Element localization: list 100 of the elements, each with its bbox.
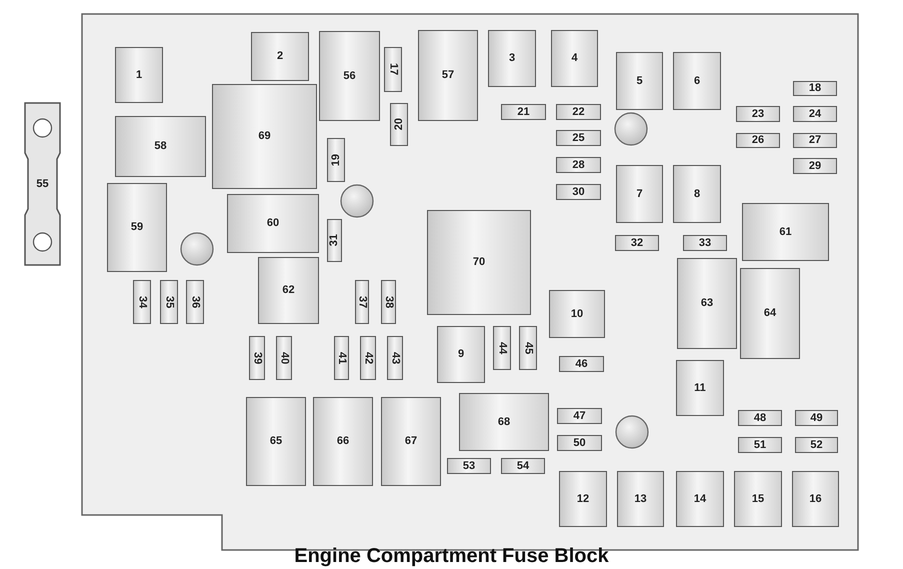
fuse-number: 67 — [404, 436, 418, 447]
fuse-slot — [276, 336, 292, 380]
fuse-number: 25 — [572, 132, 585, 144]
fuse-slot — [795, 437, 838, 453]
fuse-slot — [418, 30, 478, 121]
fuse-number: 58 — [154, 141, 167, 152]
fuse-slot — [736, 106, 780, 122]
fuse-slot — [795, 410, 838, 426]
fuse-number: 26 — [752, 135, 764, 146]
fuse-slot — [437, 326, 485, 383]
fuse-number: 11 — [694, 382, 706, 394]
fuse-slot — [549, 290, 605, 338]
fuse-number: 63 — [700, 298, 714, 309]
fuse-slot — [313, 397, 373, 486]
fuse-number: 50 — [573, 438, 586, 448]
fuse-slot — [246, 397, 306, 486]
fuse-number: 47 — [573, 410, 586, 422]
fuse-number: 18 — [808, 83, 822, 94]
fuse-number: 2 — [276, 51, 284, 62]
fuse-slot — [740, 268, 800, 359]
fuse-number: 31 — [329, 234, 340, 247]
fuse-number: 35 — [164, 296, 174, 308]
fuse-slot — [742, 203, 829, 261]
fuse-number: 20 — [394, 118, 404, 131]
fuse-slot — [557, 408, 602, 424]
fuse-slot — [227, 194, 319, 253]
fuse-number: 70 — [472, 257, 486, 268]
fuse-slot — [390, 103, 408, 146]
fuse-number: 51 — [754, 440, 766, 450]
fuse-slot — [677, 258, 737, 349]
fuse-slot — [793, 106, 837, 122]
fuse-number: 17 — [388, 63, 398, 76]
fuse-number: 4 — [571, 53, 578, 64]
fuse-number: 55 — [36, 178, 49, 190]
fuse-number: 8 — [694, 188, 700, 200]
fuse-number: 43 — [390, 352, 400, 364]
fuse-number: 24 — [808, 108, 822, 120]
fuse-slot — [387, 336, 403, 380]
fuse-slot — [334, 336, 349, 380]
fuse-number: 28 — [572, 160, 585, 170]
fuse-slot — [738, 437, 782, 453]
fuse-slot — [360, 336, 376, 380]
fuse-number: 52 — [810, 440, 823, 450]
fuse-slot — [327, 219, 342, 262]
fuse-number: 19 — [330, 154, 342, 166]
fuse-slot — [319, 31, 380, 121]
fuse-number: 45 — [522, 342, 534, 354]
fuse-number: 30 — [572, 186, 585, 198]
fuse-number: 68 — [498, 416, 510, 428]
fuse-number: 42 — [362, 352, 374, 364]
fuse-slot — [459, 393, 549, 451]
fuse-slot — [793, 81, 837, 96]
fuse-number: 40 — [278, 352, 290, 364]
fuse-slot — [381, 280, 396, 324]
fuse-slot — [212, 84, 317, 189]
fuse-number: 53 — [462, 460, 476, 472]
fuse-slot — [683, 235, 727, 251]
fuse-slot — [493, 326, 511, 370]
fuse-number: 37 — [356, 296, 368, 308]
fuse-number: 10 — [570, 308, 584, 320]
fuse-number: 49 — [810, 412, 823, 424]
fuse-slot — [556, 157, 601, 173]
fuse-slot — [793, 158, 837, 174]
fuse-slot — [519, 326, 537, 370]
fuse-slot — [355, 280, 369, 324]
fuse-number: 13 — [634, 494, 647, 504]
fuse-slot — [556, 130, 601, 146]
fuse-slot — [617, 471, 664, 527]
fuse-slot — [133, 280, 151, 324]
fuse-number: 56 — [343, 70, 356, 82]
fuse-number: 3 — [508, 53, 516, 64]
fuse-slot — [115, 116, 206, 177]
fuse-slot — [673, 165, 721, 223]
fuse-slot — [115, 47, 163, 103]
diagram-caption: Engine Compartment Fuse Block — [293, 545, 610, 568]
fuse-slot — [673, 52, 721, 110]
fuse-number: 44 — [496, 342, 508, 354]
fuse-number: 54 — [516, 460, 530, 472]
fuse-number: 46 — [575, 358, 588, 370]
fuse-number: 12 — [576, 494, 590, 504]
fuse-slot — [616, 165, 663, 223]
fuse-slot — [793, 133, 837, 148]
fuse-number: 66 — [336, 436, 350, 447]
fuse-number: 32 — [630, 238, 644, 248]
fuse-number: 62 — [282, 285, 295, 296]
fuse-slot — [186, 280, 204, 324]
fuse-slot — [551, 30, 598, 87]
fuse-slot — [676, 360, 724, 416]
fuse-slot — [557, 435, 602, 451]
fuse-slot — [615, 235, 659, 251]
fuse-number: 61 — [779, 226, 792, 238]
fuse-number: 9 — [458, 349, 464, 360]
fuse-slot — [327, 138, 345, 182]
fuse-slot — [736, 133, 780, 148]
fuse-slot — [792, 471, 839, 527]
fuse-slot — [556, 104, 601, 120]
fuse-number: 41 — [336, 352, 347, 364]
fuse-slot — [381, 397, 441, 486]
fuse-slot — [556, 184, 601, 200]
fuse-number: 29 — [808, 160, 822, 172]
